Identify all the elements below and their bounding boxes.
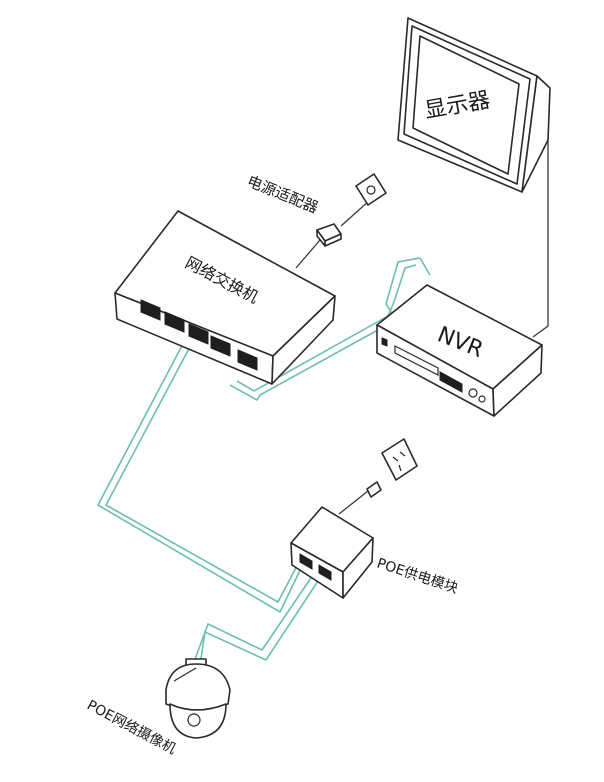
cable-socket-to-poe xyxy=(338,486,374,515)
poe-plug xyxy=(366,481,382,498)
power-socket xyxy=(381,438,418,481)
cable-switch-to-nvr-inner xyxy=(236,264,417,392)
power-adapter: 电源适配器 xyxy=(245,172,342,247)
cable-outlet-to-adapter xyxy=(340,199,371,227)
camera-dome xyxy=(169,703,227,739)
nvr-button-2 xyxy=(478,395,486,403)
switch-port-2 xyxy=(164,311,185,333)
nvr-side xyxy=(492,344,543,417)
switch-port-1 xyxy=(140,299,161,321)
poe-module-label: POE供电模块 xyxy=(375,556,460,597)
camera-housing xyxy=(165,663,231,711)
cable-monitor-to-nvr xyxy=(532,136,549,338)
cable-switch-to-poe-inner xyxy=(104,342,301,604)
nvr-button-1 xyxy=(468,388,478,398)
switch-side xyxy=(271,295,336,385)
poe-module-side xyxy=(342,537,374,599)
cables xyxy=(96,136,549,666)
switch-port-4 xyxy=(210,335,231,357)
switch-ports xyxy=(140,299,258,371)
power-socket-plate xyxy=(381,438,418,481)
cable-poe-to-camera-inner xyxy=(193,571,316,663)
power-socket-pin-1 xyxy=(392,456,399,462)
poe-module-port-in xyxy=(299,553,313,570)
power-socket-pin-3 xyxy=(398,464,402,472)
power-adapter-right xyxy=(324,233,342,247)
poe-camera-label: POE网络摄像机 xyxy=(84,697,178,757)
wall-outlet-plate xyxy=(355,173,387,206)
cable-adapter-to-switch xyxy=(295,239,321,269)
cable-switch-to-nvr xyxy=(229,257,431,402)
cable-poe-to-camera xyxy=(199,574,323,666)
network-switch: 网络交换机 xyxy=(114,210,336,385)
poe-plug-body xyxy=(366,481,382,498)
switch-port-3 xyxy=(188,323,209,345)
switch-port-5 xyxy=(237,349,258,371)
poe-camera: POE网络摄像机 xyxy=(84,658,231,758)
nvr-panel-ports xyxy=(439,371,463,393)
switch-brand-mark xyxy=(121,295,133,301)
wall-outlet xyxy=(355,173,387,206)
camera-housing-line xyxy=(173,667,197,682)
monitor-screen xyxy=(412,35,520,175)
nvr-power-led xyxy=(381,337,388,347)
nvr-disk-slot xyxy=(394,345,439,376)
wall-outlet-hole xyxy=(366,185,376,195)
monitor-side xyxy=(521,75,551,193)
monitor: 显示器 xyxy=(397,17,551,193)
poe-module-port-out xyxy=(318,564,332,581)
nvr: NVR xyxy=(376,284,543,417)
cable-switch-to-poe xyxy=(96,339,306,614)
camera-lens xyxy=(187,713,201,727)
power-adapter-label: 电源适配器 xyxy=(245,172,321,217)
power-socket-pin-2 xyxy=(399,451,406,457)
